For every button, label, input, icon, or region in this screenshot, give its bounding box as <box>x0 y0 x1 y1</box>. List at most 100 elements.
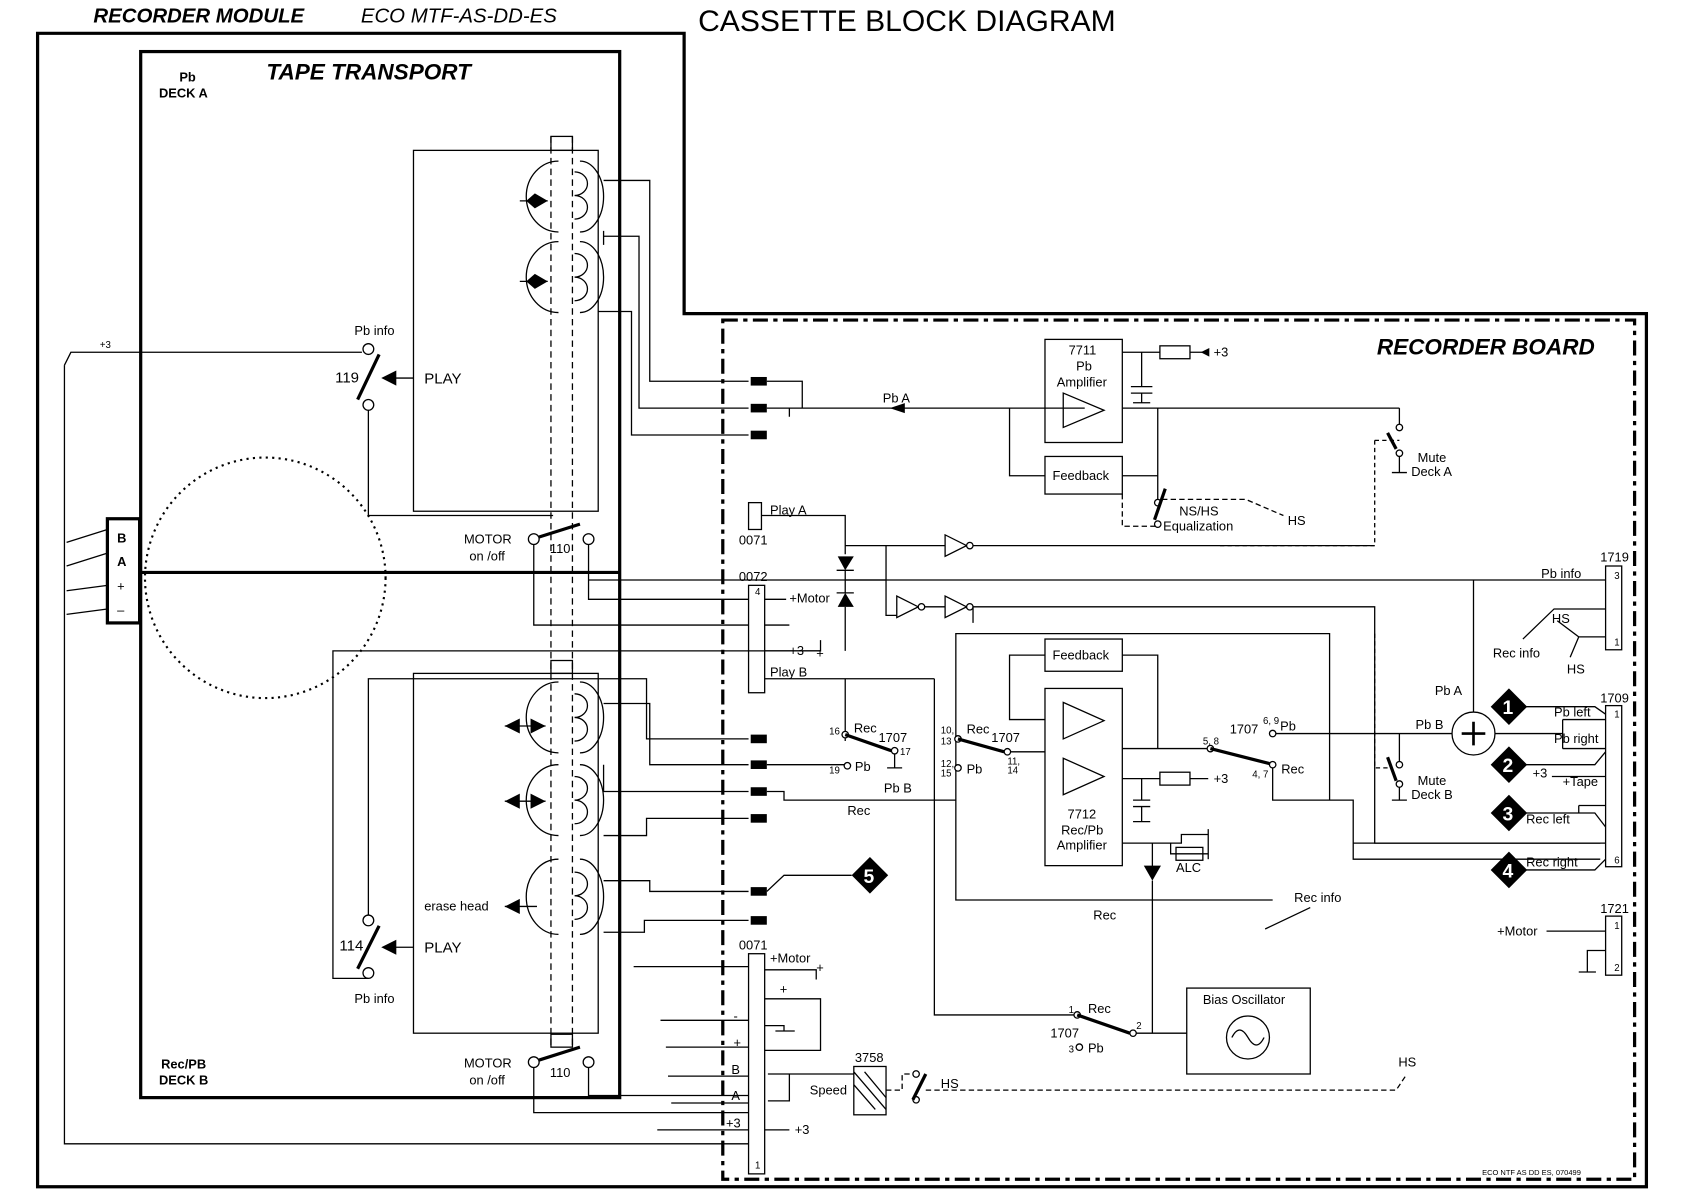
tape-transport-title: TAPE TRANSPORT <box>266 59 473 84</box>
connector-1721 <box>1604 915 1623 976</box>
play-b-label: Play B <box>770 665 807 680</box>
mute-b-label: Mute <box>1418 773 1447 788</box>
tape-transport: TAPE TRANSPORT Pb DECK A Rec/PB DECK B <box>63 49 821 1114</box>
svg-text:5: 5 <box>863 867 874 888</box>
pin-label: 2 <box>1614 963 1619 974</box>
pin-label: 11, <box>1007 757 1020 768</box>
pin-label: 5, 8 <box>1203 736 1219 747</box>
switch-1707-label: 1707 <box>1230 722 1259 737</box>
plus-label: + <box>816 645 824 660</box>
pin-label: + <box>117 579 125 594</box>
plus3-label: +3 <box>100 340 111 351</box>
pb-label: Pb <box>1280 718 1296 733</box>
pin-label: 6, 9 <box>1263 716 1279 727</box>
plus-label: + <box>780 981 788 996</box>
deck-a-label: Pb <box>179 70 196 85</box>
recorder-board-border <box>721 318 1637 1181</box>
marker-1: 1 <box>1490 688 1528 725</box>
deck-b-label: DECK B <box>159 1073 208 1088</box>
switch-119-label: 119 <box>335 369 359 386</box>
ic-label: Amplifier <box>1057 838 1108 853</box>
pin-label: 1 <box>755 1161 760 1172</box>
plus3-label: +3 <box>726 1116 741 1131</box>
switch-114-label: 114 <box>339 937 363 954</box>
amplifier-icon <box>1062 701 1106 796</box>
plus3-label: +3 <box>1214 771 1229 786</box>
pb-b-label: Pb B <box>884 781 912 796</box>
plus-label: + <box>734 1035 742 1050</box>
pin-label: 6 <box>1614 855 1619 866</box>
pb-a-label: Pb A <box>1435 683 1463 698</box>
on-off-label: on /off <box>469 1073 505 1088</box>
hs-label: HS <box>1567 661 1585 676</box>
pin-label: 10, <box>941 726 954 737</box>
rec-right-label: Rec right <box>1526 855 1578 870</box>
ic-label: 7712 <box>1068 806 1097 821</box>
deck-b-label: Rec/PB <box>161 1057 206 1072</box>
pin-label: 14 <box>1007 765 1018 776</box>
pin-label: 19 <box>829 765 840 776</box>
switch-119 <box>356 353 381 401</box>
play-label: PLAY <box>424 370 461 387</box>
play-label: PLAY <box>424 940 461 957</box>
module-title: RECORDER MODULE <box>93 6 305 28</box>
pin-a-label: A <box>731 1088 740 1103</box>
switch-110-label: 110 <box>550 541 571 556</box>
on-off-label: on /off <box>469 549 505 564</box>
svg-text:4: 4 <box>1502 861 1513 882</box>
rec-label: Rec <box>967 722 990 737</box>
pin-label: 4, 7 <box>1252 770 1268 781</box>
deck-a-label: DECK A <box>159 86 208 101</box>
mute-a-label: Mute <box>1418 450 1447 465</box>
pin-label: 13 <box>941 736 952 747</box>
ns-hs-label: NS/HS <box>1179 504 1218 519</box>
pin-label: 12, <box>941 759 954 770</box>
rec-label: Rec <box>847 803 870 818</box>
connector-0071-label: 0071 <box>739 937 768 952</box>
erase-head-label: erase head <box>424 899 488 914</box>
marker-2: 2 <box>1490 746 1528 783</box>
rec-playback-head-icon <box>504 681 605 936</box>
bias-oscillator <box>1186 987 1311 1075</box>
marker-3: 3 <box>1490 794 1528 832</box>
plus-label: + <box>816 960 824 975</box>
connector-0071-label: 0071 <box>739 533 768 548</box>
rec-left-label: Rec left <box>1526 812 1570 827</box>
alc-label: ALC <box>1176 860 1201 875</box>
playback-head-icon <box>519 160 605 314</box>
ic-label: Pb <box>1076 359 1092 374</box>
switch-1707-label: 1707 <box>879 730 908 745</box>
switch-114 <box>356 925 381 970</box>
connector-0071-upper <box>747 501 763 531</box>
rec-label: Rec <box>1281 761 1304 776</box>
pb-info-label: Pb info <box>354 323 394 338</box>
pb-b-label: Pb B <box>1416 717 1444 732</box>
module-model: ECO MTF-AS-DD-ES <box>361 6 557 28</box>
feedback-label: Feedback <box>1052 468 1109 483</box>
connector-1709-label: 1709 <box>1600 690 1629 705</box>
svg-text:1: 1 <box>1502 698 1513 719</box>
plus3-label: +3 <box>1214 345 1229 360</box>
equalization-label: Equalization <box>1163 519 1233 534</box>
module-border <box>35 31 1649 1189</box>
head-connector-pins <box>750 376 767 925</box>
pin-label: 3 <box>1069 1045 1074 1056</box>
hs-label: HS <box>1398 1054 1416 1069</box>
pin-label: 15 <box>941 769 952 780</box>
rec-info-label: Rec info <box>1294 890 1341 905</box>
connector-1719-label: 1719 <box>1600 550 1629 565</box>
ic-label: 7711 <box>1069 342 1097 357</box>
oscillator-icon <box>1225 1015 1271 1060</box>
pb-amplifier-7711 <box>1044 338 1123 444</box>
recorder-board-title: RECORDER BOARD <box>1377 334 1595 359</box>
motor-label: MOTOR <box>464 531 512 546</box>
pb-left-label: Pb left <box>1554 704 1591 719</box>
plus-tape-label: +Tape <box>1563 774 1598 789</box>
footer-code: ECO NTF AS DD ES, 070499 <box>1482 1168 1581 1177</box>
rec-info-label: Rec info <box>1493 645 1540 660</box>
switch-1707-label: 1707 <box>991 730 1020 745</box>
svg-text:3: 3 <box>1502 805 1513 826</box>
pin-b-label: B <box>731 1062 740 1077</box>
pin-label: 4 <box>755 587 761 598</box>
